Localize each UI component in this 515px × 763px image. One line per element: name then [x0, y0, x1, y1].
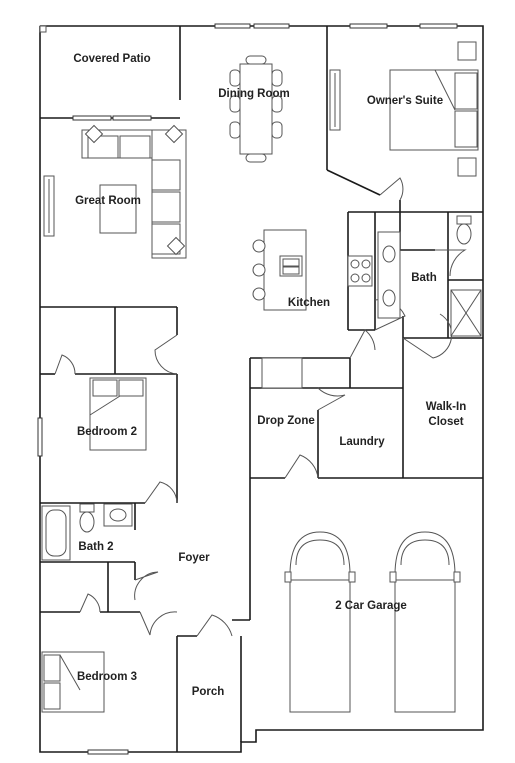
- label-bedroom-2: Bedroom 2: [77, 426, 137, 438]
- bedroom-furniture: [41, 377, 147, 713]
- label-garage: 2 Car Garage: [335, 600, 407, 612]
- label-walk-in-closet-line1: Walk-In: [426, 401, 466, 413]
- label-walk-in-closet-line2: Closet: [428, 416, 463, 428]
- owners-suite-furniture: [329, 41, 479, 177]
- windows: [37, 23, 458, 755]
- great-room-furniture: [43, 124, 187, 259]
- room-labels: Covered Patio Dining Room Owner's Suite …: [73, 53, 466, 698]
- owners-bath-fixtures: [377, 215, 482, 337]
- label-porch: Porch: [192, 686, 225, 698]
- label-kitchen: Kitchen: [288, 297, 330, 309]
- dining-table: [229, 55, 283, 163]
- kitchen-fixtures: [252, 229, 373, 389]
- label-foyer: Foyer: [178, 552, 210, 564]
- label-great-room: Great Room: [75, 195, 141, 207]
- label-drop-zone: Drop Zone: [257, 415, 315, 427]
- label-laundry: Laundry: [339, 436, 385, 448]
- label-owners-suite: Owner's Suite: [367, 95, 443, 107]
- label-bath-2: Bath 2: [78, 541, 113, 553]
- garage-cars: [284, 531, 461, 713]
- label-covered-patio: Covered Patio: [73, 53, 150, 65]
- label-dining-room: Dining Room: [218, 88, 290, 100]
- label-bath: Bath: [411, 272, 437, 284]
- label-bedroom-3: Bedroom 3: [77, 671, 137, 683]
